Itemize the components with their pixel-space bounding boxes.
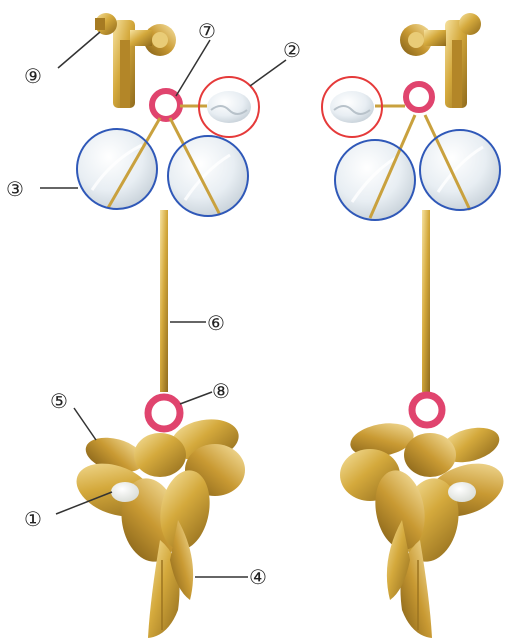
label-one: ①: [24, 507, 42, 531]
small-crystal-bead: [330, 91, 405, 123]
long-bar: [160, 210, 168, 392]
label-three: ③: [6, 177, 24, 201]
label-six: ⑥: [207, 311, 225, 335]
label-four: ④: [249, 565, 267, 589]
jump-ring-top: [406, 84, 432, 110]
large-crystal-beads: [335, 115, 500, 220]
label-eight: ⑧: [212, 379, 230, 403]
petal-cluster: [340, 419, 511, 638]
jump-ring-bottom: [412, 395, 442, 425]
jump-ring-bottom: [148, 397, 180, 429]
right-earring: [322, 13, 511, 638]
small-crystal-bead: [180, 91, 251, 123]
clip-on-fitting: [400, 13, 481, 108]
label-seven: ⑦: [198, 19, 216, 43]
label-two: ②: [283, 38, 301, 62]
left-earring: [69, 13, 259, 638]
label-five: ⑤: [50, 389, 68, 413]
label-nine: ⑨: [24, 64, 42, 88]
petal-cluster: [69, 414, 245, 638]
long-bar: [422, 210, 430, 392]
